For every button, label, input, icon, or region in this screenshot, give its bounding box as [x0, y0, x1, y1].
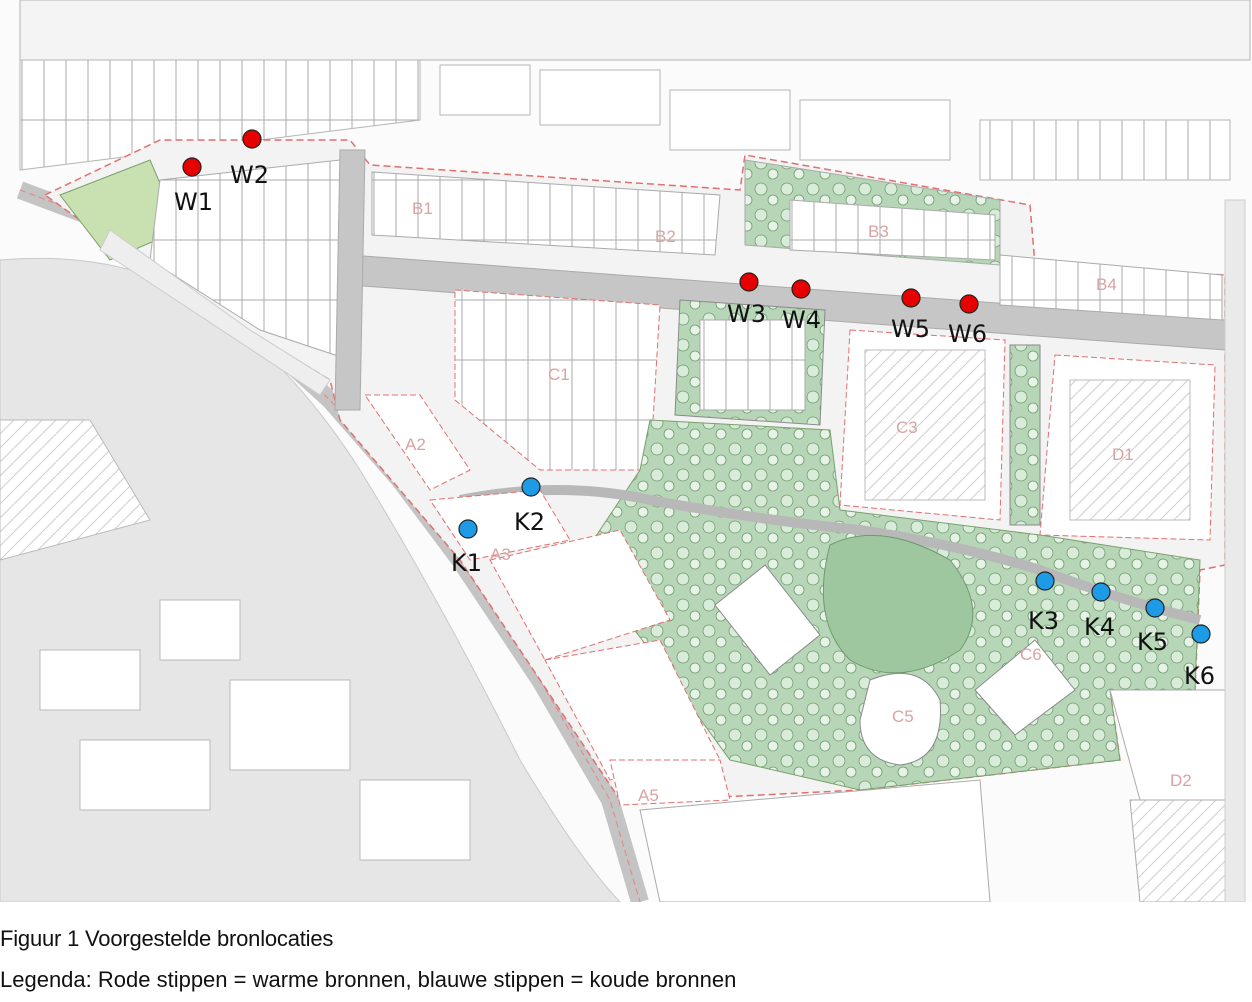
block-label-d2: D2 — [1170, 771, 1192, 790]
block-label-c3: C3 — [896, 418, 918, 437]
warm-source-w6: W6 — [948, 294, 987, 348]
warm-source-w2: W2 — [230, 129, 269, 189]
block-label-b1: B1 — [412, 199, 433, 218]
figure-legend-text: Legenda: Rode stippen = warme bronnen, b… — [0, 967, 737, 992]
warm-source-w5: W5 — [891, 288, 930, 343]
south-buildings — [639, 779, 1226, 902]
svg-text:W3: W3 — [727, 300, 766, 328]
block-label-a5: A5 — [638, 786, 659, 805]
svg-text:W6: W6 — [948, 320, 987, 348]
svg-text:W1: W1 — [174, 188, 213, 216]
cold-source-k4: K4 — [1084, 582, 1115, 641]
block-label-d1: D1 — [1112, 445, 1134, 464]
svg-text:K2: K2 — [514, 508, 545, 536]
svg-text:W2: W2 — [230, 161, 269, 189]
west-bank-buildings — [0, 419, 471, 861]
block-label-b3: B3 — [868, 222, 889, 241]
b-row-houses — [371, 159, 1223, 321]
block-label-a3: A3 — [490, 545, 511, 564]
block-label-c5: C5 — [892, 707, 914, 726]
internal-road-ns — [334, 149, 366, 411]
cold-source-markers: K1 K2 K3 K4 K5 K6 — [451, 477, 1215, 690]
park-buildings — [714, 564, 1076, 766]
block-label-c1: C1 — [548, 365, 570, 384]
a-blocks — [364, 394, 731, 806]
block-labels: B1 B2 B3 B4 C1 C3 D1 A2 A3 C5 C6 D2 A5 — [405, 199, 1192, 805]
block-label-c6: C6 — [1020, 645, 1042, 664]
svg-text:W5: W5 — [891, 315, 930, 343]
block-label-a2: A2 — [405, 435, 426, 454]
svg-text:W4: W4 — [782, 306, 821, 334]
svg-text:K6: K6 — [1184, 662, 1215, 690]
figure-caption-title: Figuur 1 Voorgestelde bronlocaties — [0, 926, 334, 951]
cold-source-k1: K1 — [451, 519, 482, 577]
site-plan-map: B1 B2 B3 B4 C1 C3 D1 A2 A3 C5 C6 D2 A5 W… — [0, 0, 1252, 902]
warm-source-w3: W3 — [727, 272, 766, 328]
svg-text:K3: K3 — [1028, 607, 1059, 635]
northwest-plot — [59, 159, 351, 396]
svg-text:K1: K1 — [451, 549, 482, 577]
cold-source-k6: K6 — [1184, 624, 1215, 690]
cold-source-k3: K3 — [1028, 571, 1059, 635]
svg-text:K5: K5 — [1137, 628, 1168, 656]
warm-source-markers: W1 W2 W3 W4 W5 W6 — [174, 129, 987, 348]
warm-source-w1: W1 — [174, 157, 213, 216]
block-c1 — [454, 289, 661, 471]
svg-text:K4: K4 — [1084, 613, 1115, 641]
block-label-b4: B4 — [1096, 275, 1117, 294]
warm-source-w4: W4 — [782, 279, 821, 334]
cold-source-k5: K5 — [1137, 598, 1168, 656]
block-label-b2: B2 — [655, 227, 676, 246]
context-buildings-top — [19, 0, 1251, 181]
park-path — [459, 485, 1202, 625]
cold-source-k2: K2 — [514, 477, 545, 536]
